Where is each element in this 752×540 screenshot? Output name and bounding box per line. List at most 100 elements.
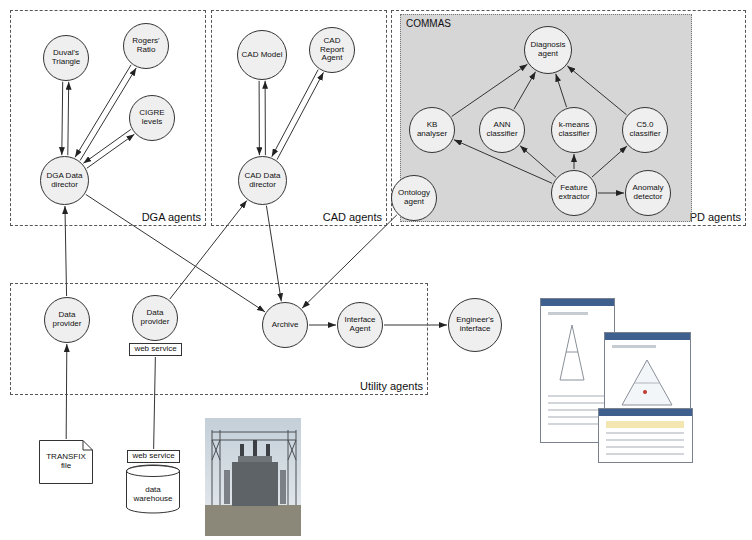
agent-circle: Rogers' Ratio [123, 23, 169, 69]
node-label: k-means classifier [553, 121, 595, 139]
group-label: Utility agents [360, 380, 423, 392]
connector [266, 206, 281, 302]
agent-circle: Interface Agent [337, 302, 383, 348]
node-label: TRANSFIX file [46, 453, 86, 471]
group-label: CAD agents [323, 211, 382, 223]
connector [592, 146, 627, 177]
agent-circle: Ontology agent [391, 175, 437, 221]
connector [302, 215, 397, 308]
node-label: Data provider [46, 311, 88, 329]
group-label: DGA agents [142, 211, 201, 223]
node-label: Diagnosis agent [527, 41, 569, 59]
subsystem-box: COMMAS Diagnosis agent KB analyser ANN clas… [400, 14, 692, 222]
agent-group-region: Utility agents Data provider Data provider… [10, 283, 428, 395]
node-label: web service [132, 452, 174, 461]
node-label: CAD Report Agent [311, 37, 353, 63]
agent-circle: Data provider [44, 297, 90, 343]
substation-photo [205, 418, 301, 536]
connector [574, 154, 575, 169]
connector [66, 344, 68, 439]
connector [272, 70, 318, 157]
node-label: DGA Data director [44, 172, 86, 190]
agent-circle: CAD Model [237, 30, 287, 80]
agent-circle: Engineer's interface [448, 298, 502, 352]
node-label: data warehouse [133, 486, 173, 504]
node-label: ANN classifier [481, 121, 523, 139]
agent-circle: k-means classifier [551, 107, 597, 153]
connector [83, 129, 131, 163]
interface-screenshots [541, 299, 693, 463]
connector [154, 357, 156, 449]
connector [277, 72, 323, 159]
node-label: CIGRE levels [131, 109, 173, 127]
conservator-tank [238, 456, 272, 462]
agent-circle: CAD Report Agent [309, 27, 355, 73]
agent-circle: DGA Data director [40, 156, 89, 205]
node-label: Data provider [134, 309, 176, 327]
screenshot-window [605, 333, 691, 421]
connector [452, 64, 528, 116]
connector [61, 82, 63, 155]
transformer-radiators [224, 470, 286, 504]
connector [309, 325, 336, 326]
cylinder-top [127, 466, 180, 477]
connector [67, 82, 69, 155]
connector [80, 68, 136, 160]
agent-circle: CIGRE levels [129, 95, 175, 141]
web-service-box: web service [127, 450, 180, 463]
web-service-box: web service [129, 343, 182, 356]
file-icon: TRANSFIX file [39, 440, 93, 484]
connector [520, 146, 556, 177]
node-label: Engineer's interface [454, 316, 496, 334]
node-label: Interface Agent [339, 316, 381, 334]
connector [259, 81, 260, 155]
connector [75, 65, 131, 157]
group-label: PD agents [690, 211, 741, 223]
node-label: Anomaly detector [627, 184, 669, 202]
subsystem-fill [400, 14, 692, 222]
agent-circle: CAD Data director [238, 156, 287, 205]
connector [598, 193, 624, 194]
group-label: COMMAS [406, 18, 451, 29]
file-fold [83, 441, 93, 451]
agent-circle: Anomaly detector [625, 170, 671, 216]
agent-group-region: DGA agents Duval's Triangle Rogers' RatioC… [10, 10, 206, 226]
agent-circle: Duval's Triangle [43, 35, 89, 81]
node-label: Archive [272, 321, 299, 330]
file-outline-path [40, 441, 93, 484]
agent-circle: Feature extractor [551, 170, 597, 216]
node-label: web service [134, 345, 176, 354]
node-label: C5.0 classifier [624, 121, 666, 139]
node-label: CAD Model [242, 51, 283, 60]
connector [556, 74, 567, 107]
connector [87, 134, 135, 168]
connector [265, 81, 266, 155]
node-label: KB analyser [411, 121, 453, 139]
photo-sky [205, 418, 301, 536]
node-label: Duval's Triangle [45, 49, 87, 67]
gantry-lattice [212, 430, 296, 505]
connector [384, 325, 447, 326]
agent-group-region: CAD agents CAD Model CAD Report AgentCAD D… [211, 10, 387, 226]
agent-group-region: PD agents COMMAS Diagnosis agent KB analyse… [391, 10, 746, 226]
connector [86, 194, 265, 311]
transformer-tank [232, 462, 278, 506]
cylinder-body [127, 465, 180, 513]
node-label: Rogers' Ratio [125, 37, 167, 55]
agent-circle: C5.0 classifier [622, 107, 668, 153]
photo-ground [205, 505, 301, 536]
connector [514, 72, 536, 110]
node-label: CAD Data director [242, 172, 284, 190]
agent-circle: Diagnosis agent [524, 26, 572, 74]
agent-circle: Data provider [132, 295, 178, 341]
agent-circle: Archive [262, 302, 308, 348]
database-cylinder: data warehouse [126, 465, 180, 513]
node-label: Feature extractor [553, 184, 595, 202]
node-label: Ontology agent [393, 189, 435, 207]
agent-circle: ANN classifier [479, 107, 525, 153]
agent-circle: KB analyser [409, 107, 455, 153]
screenshot-window [599, 409, 693, 463]
